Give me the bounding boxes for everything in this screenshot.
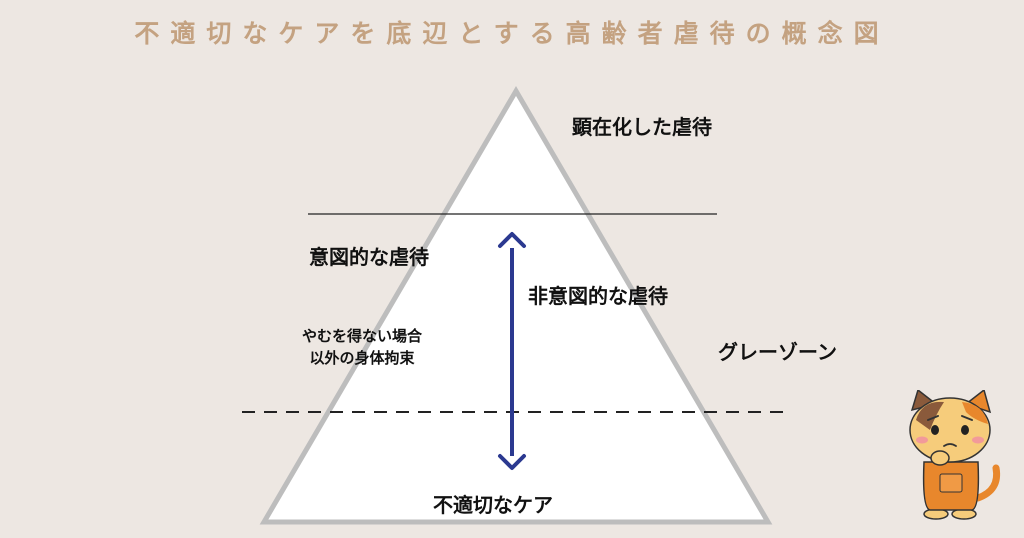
- unintentional-abuse-label: 非意図的な虐待: [528, 284, 668, 308]
- physical-restraint-line1: やむを得ない場合: [301, 327, 422, 345]
- inappropriate-care-label: 不適切なケア: [433, 493, 553, 517]
- physical-restraint-label: やむを得ない場合 以外の身体拘束: [276, 325, 448, 369]
- overt-abuse-label: 顕在化した虐待: [572, 115, 712, 139]
- intentional-abuse-label: 意図的な虐待: [309, 245, 429, 269]
- diagram-title: 不適切なケアを底辺とする高齢者虐待の概念図: [134, 19, 890, 48]
- physical-restraint-line2: 以外の身体拘束: [309, 349, 415, 367]
- gray-zone-label: グレーゾーン: [718, 340, 837, 364]
- worried-cat-icon: [909, 390, 1001, 520]
- pyramid-triangle: [259, 86, 773, 525]
- double-headed-arrow: [498, 232, 526, 470]
